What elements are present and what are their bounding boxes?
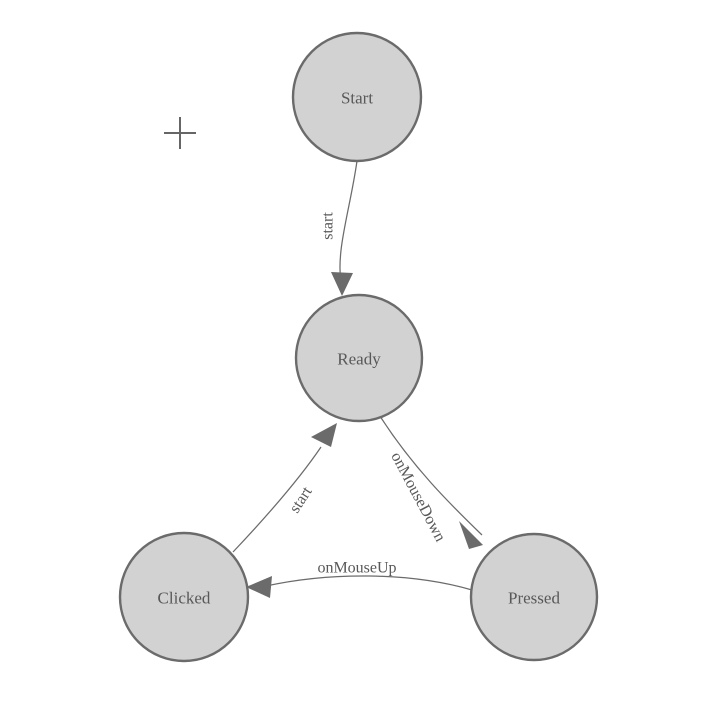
edge-start-to-ready-path (339, 160, 358, 283)
state-node-pressed-circle[interactable] (469, 532, 599, 662)
edge-ready-to-pressed[interactable]: onMouseDown (377, 412, 483, 549)
edge-label-ready-to-pressed: onMouseDown (387, 449, 448, 544)
state-node-ready-label: Ready (337, 350, 381, 369)
edge-label-clicked-to-ready: start (286, 483, 316, 516)
state-node-clicked-circle[interactable] (118, 531, 250, 663)
edge-label-start-to-ready: start (320, 212, 337, 240)
edge-label-pressed-to-clicked: onMouseUp (317, 560, 396, 577)
state-node-clicked[interactable]: Clicked (118, 531, 250, 663)
plus-crosshair-icon (164, 117, 196, 149)
edge-pressed-to-clicked[interactable]: onMouseUp (246, 560, 473, 599)
edge-pressed-to-clicked-arrowhead (246, 576, 272, 598)
state-node-start[interactable]: Start (291, 31, 423, 163)
state-node-pressed-label: Pressed (508, 589, 560, 608)
state-node-start-label: Start (341, 89, 373, 108)
edge-clicked-to-ready[interactable]: start (232, 423, 337, 553)
edge-start-to-ready[interactable]: start (320, 160, 358, 296)
edge-ready-to-pressed-arrowhead (459, 521, 483, 549)
state-node-ready[interactable]: Ready (294, 293, 424, 423)
edge-start-to-ready-arrowhead (331, 272, 353, 296)
state-node-pressed[interactable]: Pressed (469, 532, 599, 662)
edge-clicked-to-ready-arrowhead (311, 423, 337, 447)
edge-clicked-to-ready-path (232, 446, 322, 553)
edge-ready-to-pressed-path (377, 412, 483, 536)
edge-pressed-to-clicked-path (265, 575, 473, 591)
state-node-clicked-label: Clicked (158, 589, 211, 608)
state-node-ready-circle[interactable] (294, 293, 424, 423)
state-node-start-circle[interactable] (291, 31, 423, 163)
